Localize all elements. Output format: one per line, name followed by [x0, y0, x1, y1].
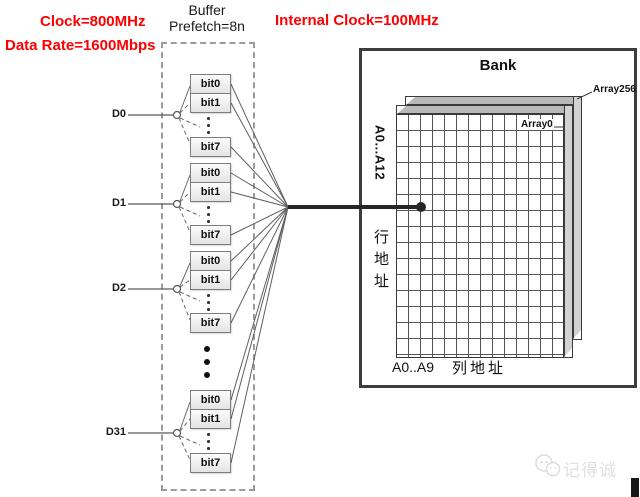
d1-bit0-box: bit0	[190, 163, 231, 183]
array0-label: Array0	[519, 119, 555, 130]
clock-annotation: Clock=800MHz	[40, 13, 146, 30]
array256-label: Array256	[593, 84, 636, 95]
d31-fanout-node	[172, 428, 182, 438]
internal-clock-annotation: Internal Clock=100MHz	[275, 12, 439, 29]
memory-cell-grid	[397, 114, 564, 357]
d0-bit0-box: bit0	[190, 74, 231, 94]
d2-bit7-box: bit7	[190, 313, 231, 333]
d1-fanout-node	[172, 199, 182, 209]
data-rate-annotation: Data Rate=1600Mbps	[5, 37, 156, 54]
d1-bit7-box: bit7	[190, 225, 231, 245]
bank-title: Bank	[479, 57, 517, 74]
buffer-title: Buffer Prefetch=8n	[147, 2, 267, 34]
column-address-bus-label: A0..A9	[392, 359, 435, 375]
array-back-sheet-right-edge	[573, 97, 581, 339]
d0-label: D0	[111, 108, 126, 120]
d2-bit0-box: bit0	[190, 251, 231, 271]
d1-bit1-box: bit1	[190, 182, 231, 202]
d2-label: D2	[111, 282, 126, 294]
array-back-sheet-top-edge	[406, 97, 581, 105]
group-ellipsis-dots	[204, 342, 210, 382]
column-address-cn-label: 列地址	[452, 360, 507, 377]
fanout-lines	[178, 85, 201, 461]
buffer-title-line1: Buffer	[188, 2, 226, 18]
d0-fanout-node	[172, 110, 182, 120]
buffer-title-line2: Prefetch=8n	[169, 18, 245, 34]
array256-pointer-line	[576, 91, 593, 100]
d2-bit1-box: bit1	[190, 270, 231, 290]
corner-mark	[631, 478, 639, 497]
d31-bit1-box: bit1	[190, 409, 231, 429]
watermark-logo-icon	[535, 454, 561, 477]
converge-lines	[230, 83, 289, 464]
d0-bit1-box: bit1	[190, 93, 231, 113]
d31-bit0-box: bit0	[190, 390, 231, 410]
array-front-sheet-top-edge	[397, 106, 572, 114]
d2-ellipsis-dots	[207, 292, 210, 313]
watermark-text: 记得诚	[563, 461, 617, 480]
d2-fanout-node	[172, 284, 182, 294]
d1-label: D1	[111, 197, 126, 209]
array-front-sheet	[396, 105, 573, 358]
d1-ellipsis-dots	[207, 204, 210, 225]
d0-ellipsis-dots	[207, 115, 210, 136]
array-front-sheet-right-edge	[564, 106, 572, 357]
d0-bit7-box: bit7	[190, 137, 231, 157]
row-address-cn-label: 行地址	[373, 229, 389, 290]
d31-label: D31	[105, 426, 126, 438]
bus-endpoint-dot	[416, 202, 426, 212]
buffer-dashed-box	[161, 42, 255, 491]
d31-ellipsis-dots	[207, 431, 210, 452]
d31-bit7-box: bit7	[190, 453, 231, 473]
